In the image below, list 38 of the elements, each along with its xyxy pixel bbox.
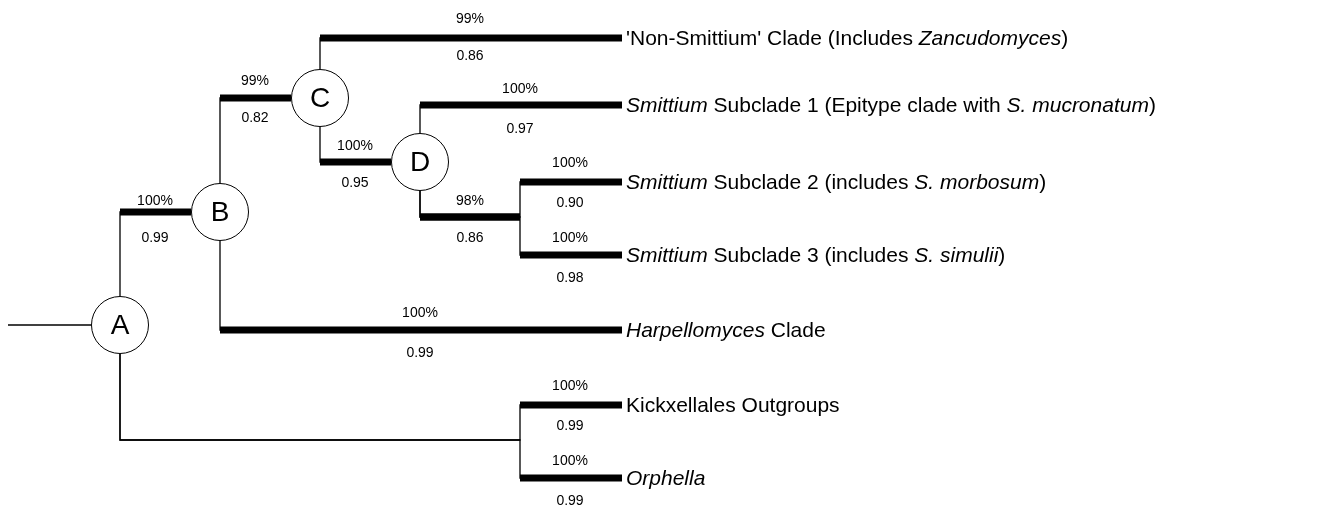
clade-label: Kickxellales Outgroups xyxy=(622,392,840,418)
tree-branch xyxy=(419,190,623,259)
support-value: 0.90 xyxy=(556,194,584,210)
tree-branch xyxy=(119,353,623,482)
support-value: 98% xyxy=(456,192,484,208)
support-value: 100% xyxy=(552,452,588,468)
clade-label: 'Non-Smittium' Clade (Includes Zancudomyces) xyxy=(622,25,1069,51)
support-value: 99% xyxy=(456,10,484,26)
tree-branch xyxy=(219,94,292,184)
support-value: 0.95 xyxy=(341,174,369,190)
support-value: 0.98 xyxy=(556,269,584,285)
clade-label: Smittium Subclade 3 (includes S. simulii) xyxy=(622,242,1006,268)
clade-label: Smittium Subclade 2 (includes S. morbosum) xyxy=(622,169,1047,195)
support-value: 100% xyxy=(402,304,438,320)
support-value: 100% xyxy=(552,229,588,245)
tree-branch xyxy=(119,208,192,297)
support-value: 0.97 xyxy=(506,120,534,136)
support-value: 100% xyxy=(552,377,588,393)
support-value: 0.82 xyxy=(241,109,269,125)
support-value: 0.99 xyxy=(556,492,584,508)
support-value: 0.99 xyxy=(141,229,169,245)
support-value: 100% xyxy=(337,137,373,153)
support-value: 0.99 xyxy=(556,417,584,433)
support-value: 100% xyxy=(137,192,173,208)
clade-label: Orphella xyxy=(622,465,706,491)
tree-branch xyxy=(7,324,92,326)
support-value: 0.86 xyxy=(456,229,484,245)
tree-branch xyxy=(219,240,623,334)
support-value: 100% xyxy=(552,154,588,170)
support-value: 99% xyxy=(241,72,269,88)
clade-label: Smittium Subclade 1 (Epitype clade with S. mucronatum) xyxy=(622,92,1156,118)
tree-branch xyxy=(319,126,392,166)
support-value: 0.99 xyxy=(406,344,434,360)
tree-branch xyxy=(319,34,623,70)
tree-branch xyxy=(419,101,623,134)
support-value: 100% xyxy=(502,80,538,96)
clade-label: Harpellomyces Clade xyxy=(622,317,826,343)
support-value: 0.86 xyxy=(456,47,484,63)
